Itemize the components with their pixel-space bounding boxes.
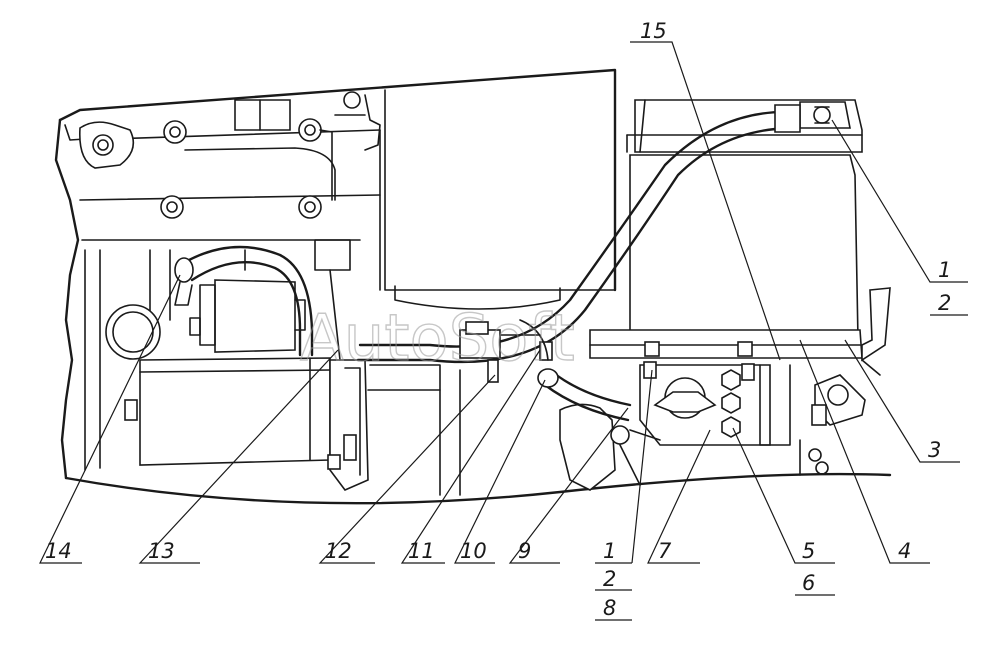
callout-6: 6 [802,571,815,595]
callout-2-top: 2 [938,291,951,315]
callout-2-bottom: 2 [603,567,616,591]
callout-1-bottom: 1 [603,539,616,563]
callout-4: 4 [898,539,911,563]
callout-14: 14 [45,539,72,563]
center-housing [379,89,616,310]
leader-lines [39,41,968,621]
battery-box [626,99,863,341]
callout-8: 8 [603,596,616,620]
mounting-plate [589,287,891,376]
watermark: AutoSoft [300,302,575,376]
switch-block [639,361,791,446]
callout-13: 13 [148,539,175,563]
side-bracket [799,374,866,476]
battery-hose [537,368,632,422]
callout-12: 12 [325,539,352,563]
engine-block [54,68,892,505]
callout-labels: 15 1 2 3 4 5 6 7 1 2 8 9 10 11 12 13 14 [45,19,951,620]
starter-motor [124,239,461,496]
callout-7: 7 [658,539,672,563]
manifold [64,91,381,219]
callout-5: 5 [802,539,815,563]
callout-15: 15 [640,19,667,43]
callout-11: 11 [408,539,435,563]
callout-1-top: 1 [938,258,951,282]
callout-3: 3 [928,438,941,462]
callout-9: 9 [518,539,531,563]
callout-10: 10 [460,539,487,563]
ring-fitting [105,304,161,360]
